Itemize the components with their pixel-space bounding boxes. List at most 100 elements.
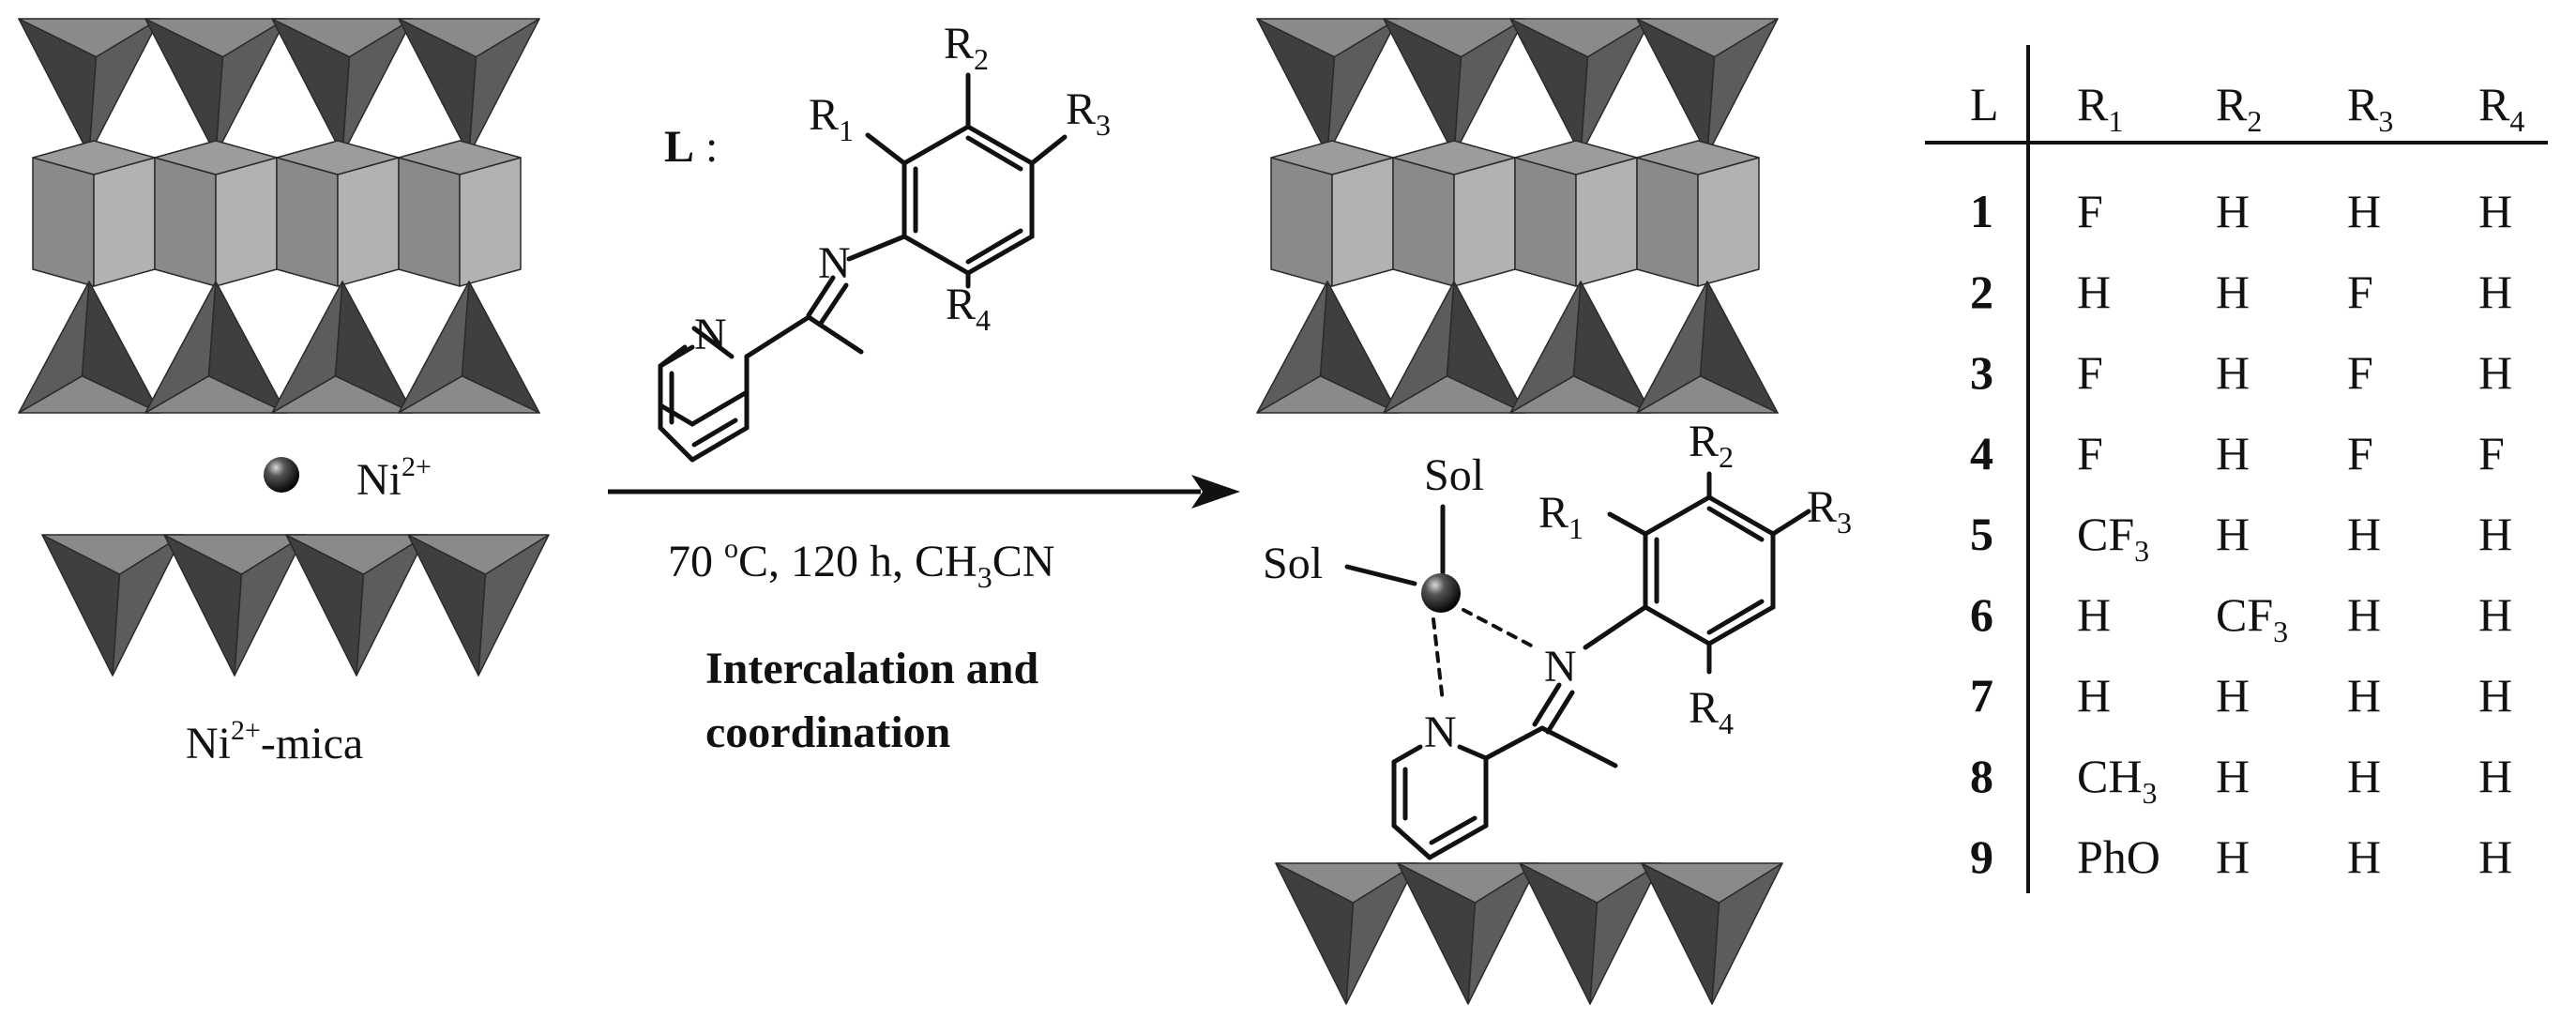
ligand-R3: R3	[1066, 84, 1111, 142]
table-cell: H	[2347, 508, 2381, 560]
tetrahedron-top-face	[407, 534, 550, 575]
octahedron-face	[93, 157, 156, 287]
table-row-id: 6	[1970, 588, 1993, 641]
table-cell: F	[2077, 346, 2103, 399]
table-header-0: L	[1970, 78, 1999, 130]
octahedron-face	[1636, 157, 1699, 287]
table-header-4: R4	[2478, 78, 2524, 138]
table-cell: H	[2216, 750, 2250, 802]
tetrahedron-top-face	[1636, 18, 1779, 58]
reaction-arrow	[608, 475, 1240, 509]
table-cell: H	[2347, 750, 2381, 802]
ni-ion-sphere	[264, 457, 299, 493]
table-cell: F	[2347, 266, 2373, 318]
tetrahedron-top-face	[41, 534, 184, 575]
table-row-id: 9	[1970, 830, 1993, 883]
table-cell: H	[2347, 588, 2381, 641]
mica-layer-stack-right	[1256, 18, 1779, 414]
table-row-id: 3	[1970, 346, 1993, 399]
ligand-L-label: L:	[664, 122, 718, 172]
tetrahedron-top-face	[1509, 18, 1652, 58]
table-cell: F	[2077, 427, 2103, 479]
table-cell: F	[2077, 185, 2103, 237]
tetrahedron-base-face	[1509, 375, 1652, 414]
mica-bottom-sheet-left	[41, 534, 550, 677]
octahedron-face	[1575, 157, 1638, 287]
product-R2: R2	[1689, 417, 1734, 474]
octahedron-face	[154, 157, 217, 287]
octahedron-face	[459, 157, 522, 287]
table-header-1: R1	[2077, 78, 2123, 138]
tetrahedron-base-face	[1256, 375, 1399, 414]
table-cell: H	[2478, 830, 2512, 883]
tetrahedron-base-face	[18, 375, 160, 414]
table-cell: H	[2216, 346, 2250, 399]
product-R1: R1	[1538, 488, 1583, 545]
table-cell: F	[2347, 427, 2373, 479]
table-cell: PhO	[2077, 830, 2160, 883]
tetrahedron-top-face	[163, 534, 306, 575]
table-cell: H	[2347, 830, 2381, 883]
solvent-ligand-top: Sol	[1424, 450, 1484, 500]
product-R4: R4	[1689, 683, 1734, 740]
tetrahedron-top-face	[1256, 18, 1399, 58]
table-cell: H	[2216, 669, 2250, 722]
tetrahedron-top-face	[144, 18, 287, 58]
octahedron-face	[215, 157, 278, 287]
product-complex	[1344, 471, 1811, 860]
process-line-2: coordination	[705, 707, 950, 757]
table-cell: H	[2077, 669, 2111, 722]
table-cell: H	[2478, 508, 2512, 560]
octahedron-top-face	[398, 140, 522, 175]
table-row-id: 5	[1970, 508, 1993, 560]
ligand-R2: R2	[944, 19, 989, 76]
table-cell: H	[2478, 669, 2512, 722]
ni-mica-label: Ni2+-mica	[186, 715, 363, 768]
octahedron-face	[1514, 157, 1577, 287]
table-cell: H	[2216, 427, 2250, 479]
table-cell: H	[2478, 266, 2512, 318]
table-row-id: 8	[1970, 750, 1993, 802]
octahedron-face	[1453, 157, 1516, 287]
table-cell: CH3	[2077, 750, 2157, 810]
tetrahedron-top-face	[1519, 862, 1661, 904]
table-cell: H	[2216, 185, 2250, 237]
octahedron-face	[1331, 157, 1394, 287]
table-cell: H	[2347, 669, 2381, 722]
table-cell: F	[2478, 427, 2505, 479]
ligand-structure	[658, 72, 1068, 463]
octahedron-face	[32, 157, 95, 287]
ligand-imine-N: N	[818, 238, 851, 288]
ni-ion-label: Ni2+	[356, 451, 432, 505]
octahedron-face	[1697, 157, 1760, 287]
octahedron-face	[398, 157, 461, 287]
tetrahedron-top-face	[1275, 862, 1417, 904]
tetrahedron-top-face	[1397, 862, 1539, 904]
table-cell: CF3	[2077, 508, 2149, 568]
tetrahedron-base-face	[1636, 375, 1779, 414]
mica-bottom-sheet-right	[1275, 862, 1783, 1005]
tetrahedron-top-face	[1641, 862, 1783, 904]
tetrahedron-top-face	[18, 18, 160, 58]
product-imine-N: N	[1544, 642, 1577, 692]
product-pyridine-N: N	[1424, 707, 1457, 757]
table-header-2: R2	[2216, 78, 2262, 138]
reaction-conditions: 70 oC, 120 h, CH3CN	[668, 533, 1054, 594]
table-header-3: R3	[2347, 78, 2393, 138]
table-cell: H	[2478, 346, 2512, 399]
ni-center-sphere	[1421, 573, 1461, 613]
table-cell: H	[2478, 588, 2512, 641]
octahedron-face	[276, 157, 339, 287]
table-cell: H	[2347, 185, 2381, 237]
ligand-R4: R4	[946, 280, 991, 337]
table-cell: H	[2077, 588, 2111, 641]
table-cell: H	[2077, 266, 2111, 318]
octahedron-face	[1270, 157, 1333, 287]
tetrahedron-top-face	[1383, 18, 1525, 58]
table-cell: H	[2216, 830, 2250, 883]
table-cell: H	[2478, 750, 2512, 802]
process-line-1: Intercalation and	[705, 644, 1038, 693]
ligand-pyridine-N: N	[694, 310, 727, 359]
